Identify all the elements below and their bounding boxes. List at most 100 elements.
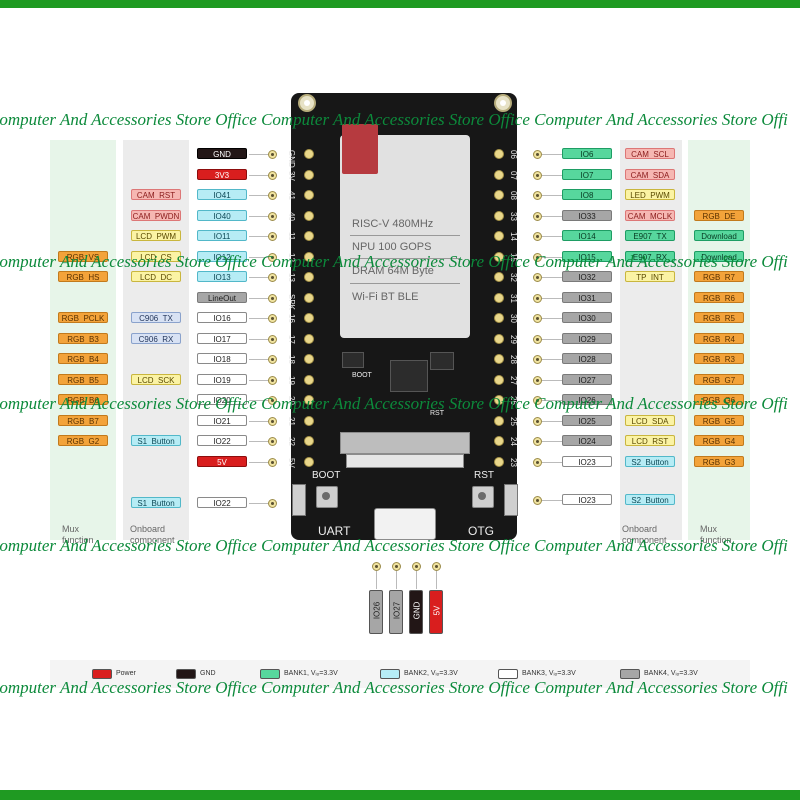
pin-dot bbox=[268, 212, 277, 221]
gpio-tag: 5V bbox=[197, 456, 247, 467]
mux-tag: RGB_B5 bbox=[58, 374, 108, 385]
legend-label: GND bbox=[200, 670, 216, 677]
mux-tag: RGB_G6 bbox=[694, 394, 744, 405]
uart-usb-port[interactable] bbox=[292, 484, 306, 516]
bottom-gpio-label: IO27 bbox=[392, 601, 402, 620]
mux-tag: RGB_G5 bbox=[694, 415, 744, 426]
mux-tag: Download bbox=[694, 230, 744, 241]
spec-dram: DRAM 64M Byte bbox=[352, 265, 434, 277]
gpio-tag: IO30 bbox=[562, 312, 612, 323]
pin-dot bbox=[268, 171, 277, 180]
gpio-tag: IO32 bbox=[562, 271, 612, 282]
gpio-tag: IO14 bbox=[562, 230, 612, 241]
otg-usb-port[interactable] bbox=[504, 484, 518, 516]
board-pin bbox=[304, 170, 314, 180]
spec-wireless: Wi-Fi BT BLE bbox=[352, 291, 419, 303]
top-border bbox=[0, 0, 800, 8]
board-pin bbox=[494, 170, 504, 180]
board-pin bbox=[494, 416, 504, 426]
onboard-tag: S1_Button bbox=[131, 435, 181, 446]
jst-connector[interactable] bbox=[374, 508, 436, 540]
gpio-tag: IO41 bbox=[197, 189, 247, 200]
board-pin bbox=[494, 293, 504, 303]
board-pin-label: 5V bbox=[287, 458, 296, 468]
mux-tag: RGB_VS bbox=[58, 251, 108, 262]
onboard-tag: CAM_SDA bbox=[625, 169, 675, 180]
pin-lead bbox=[542, 175, 562, 176]
left-onboard-caption: Onboard component bbox=[130, 524, 175, 545]
board-pin-label: 25 bbox=[509, 417, 518, 426]
pin-dot bbox=[533, 171, 542, 180]
board-pin-label: 07 bbox=[509, 171, 518, 180]
gpio-tag: IO24 bbox=[562, 435, 612, 446]
board-pin-label: 28 bbox=[509, 355, 518, 364]
mux-tag: RGB_R5 bbox=[694, 312, 744, 323]
board-pin bbox=[304, 272, 314, 282]
pin-dot bbox=[533, 376, 542, 385]
gpio-tag: IO23 bbox=[562, 494, 612, 505]
mux-tag: Download bbox=[694, 251, 744, 262]
board-pin bbox=[304, 211, 314, 221]
gpio-tag: IO12 bbox=[197, 251, 247, 262]
onboard-tag: LCD_SDA bbox=[625, 415, 675, 426]
gpio-tag: IO33 bbox=[562, 210, 612, 221]
legend-swatch bbox=[498, 669, 518, 679]
board-pin-label: GND bbox=[287, 150, 296, 168]
board-pin-label: 31 bbox=[509, 294, 518, 303]
board-pin bbox=[304, 354, 314, 364]
pin-lead bbox=[542, 462, 562, 463]
board-pin-label: 24 bbox=[509, 437, 518, 446]
board-pin-label: 33 bbox=[509, 212, 518, 221]
rst-label: RST bbox=[474, 470, 494, 481]
gpio-tag: IO20 bbox=[197, 394, 247, 405]
pin-lead bbox=[249, 503, 268, 504]
pin-dot bbox=[268, 314, 277, 323]
board-pin bbox=[494, 231, 504, 241]
fpc-connector bbox=[340, 432, 470, 454]
pin-dot bbox=[392, 562, 401, 571]
pin-lead bbox=[249, 421, 268, 422]
onboard-tag: CAM_PWDN bbox=[131, 210, 181, 221]
spec-npu: NPU 100 GOPS bbox=[352, 241, 432, 253]
bottom-gpio-tag: IO27 bbox=[389, 590, 403, 634]
pin-dot bbox=[268, 335, 277, 344]
pin-dot bbox=[533, 417, 542, 426]
board-pin bbox=[304, 334, 314, 344]
pin-dot bbox=[372, 562, 381, 571]
onboard-tag: LED_PWM bbox=[625, 189, 675, 200]
board-pin bbox=[494, 436, 504, 446]
board-pin bbox=[494, 395, 504, 405]
pin-dot bbox=[533, 458, 542, 467]
boot-button[interactable] bbox=[316, 486, 338, 508]
gpio-tag: IO31 bbox=[562, 292, 612, 303]
board-pin bbox=[304, 313, 314, 323]
onboard-tag: TP_INT bbox=[625, 271, 675, 282]
rst-button[interactable] bbox=[472, 486, 494, 508]
onboard-tag: LCD_PWM bbox=[131, 230, 181, 241]
pin-lead bbox=[542, 441, 562, 442]
board-pin bbox=[494, 457, 504, 467]
mux-tag: RGB_HS bbox=[58, 271, 108, 282]
board-pin bbox=[304, 149, 314, 159]
bottom-border bbox=[0, 790, 800, 800]
mount-hole-tl bbox=[298, 94, 316, 112]
board-pin bbox=[494, 211, 504, 221]
bottom-gpio-label: IO26 bbox=[372, 601, 382, 620]
gpio-tag: IO19 bbox=[197, 374, 247, 385]
gpio-tag: IO26 bbox=[562, 394, 612, 405]
pin-lead bbox=[249, 318, 268, 319]
legend-swatch bbox=[92, 669, 112, 679]
pin-lead bbox=[542, 298, 562, 299]
board-pin-label: 11 bbox=[287, 232, 296, 241]
gpio-tag: IO16 bbox=[197, 312, 247, 323]
onboard-tag: E907_TX bbox=[625, 230, 675, 241]
pin-dot bbox=[533, 253, 542, 262]
onboard-tag: CAM_RST bbox=[131, 189, 181, 200]
pin-dot bbox=[268, 355, 277, 364]
board-pin bbox=[304, 293, 314, 303]
watermark-5: Computer And Accessories Store Office Co… bbox=[0, 678, 788, 697]
onboard-tag: C906_RX bbox=[131, 333, 181, 344]
gpio-tag: IO6 bbox=[562, 148, 612, 159]
board-pin-label: 40 bbox=[287, 212, 296, 221]
gpio-tag: IO13 bbox=[197, 271, 247, 282]
